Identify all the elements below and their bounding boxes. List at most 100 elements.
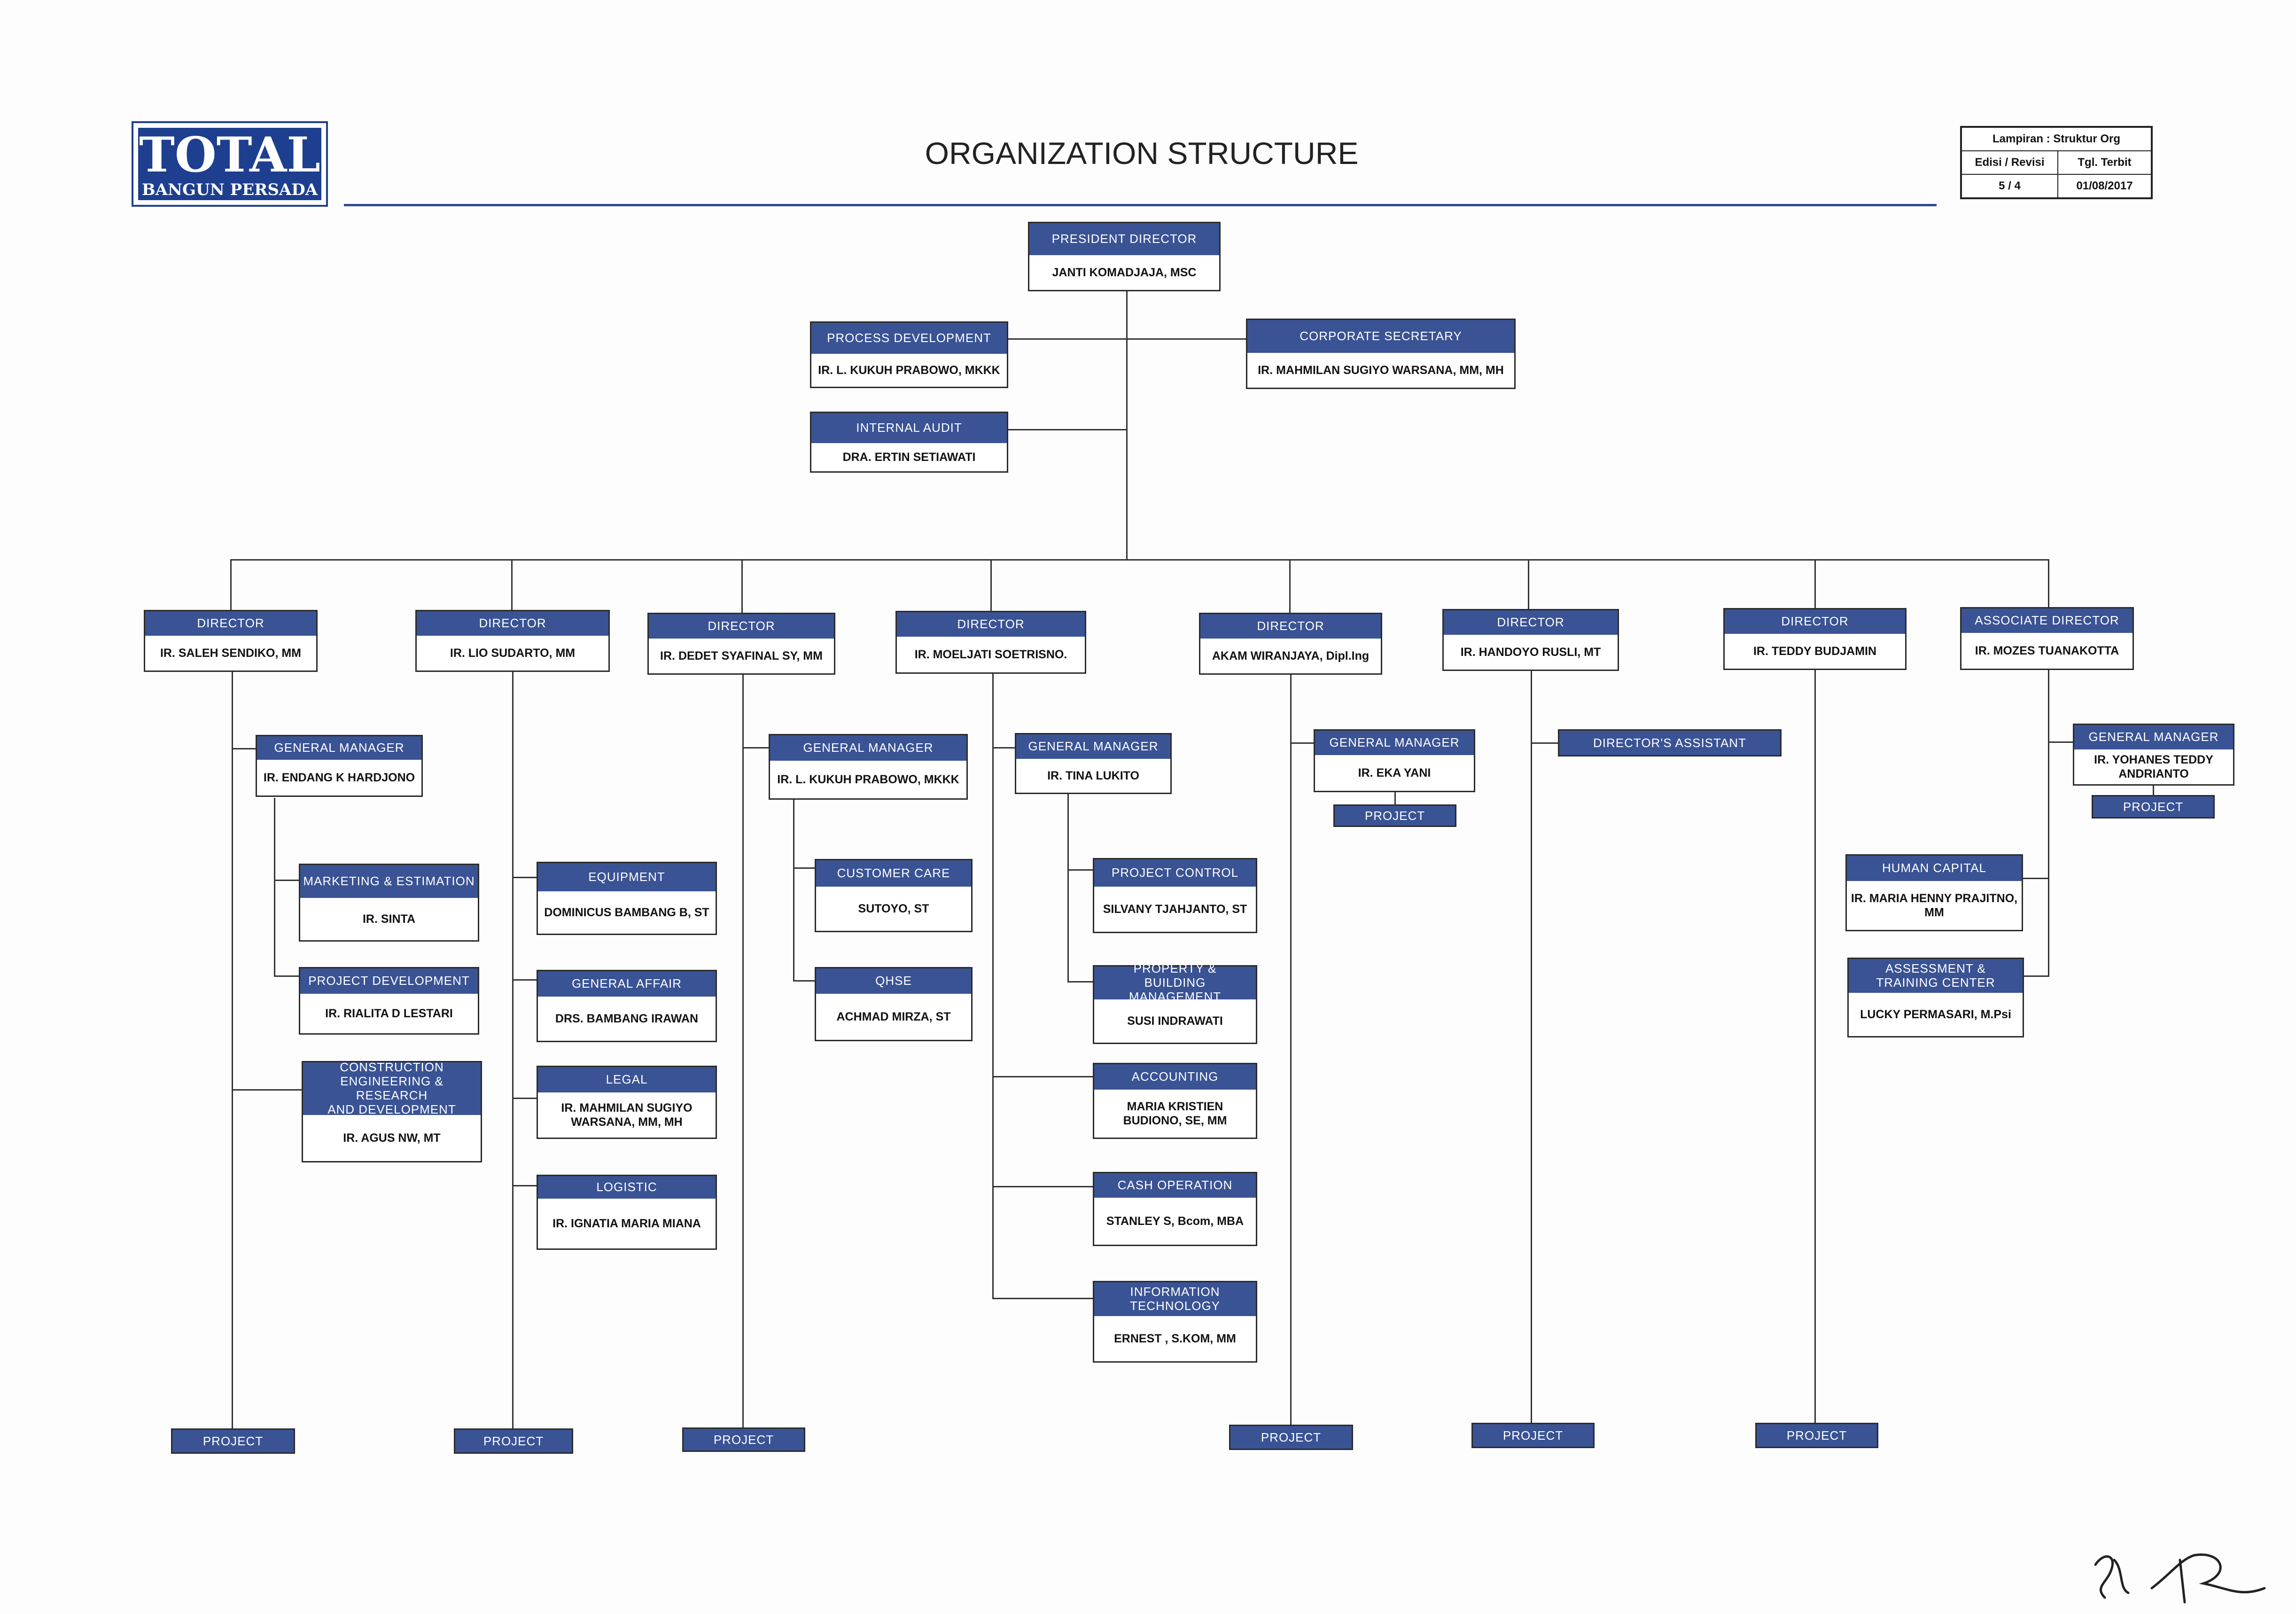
legal-box[interactable]: LEGAL IR. MAHMILAN SUGIYO WARSANA, MM, M… [537, 1066, 717, 1139]
project-label-director-5[interactable]: PROJECT [1229, 1425, 1353, 1450]
box-title: CASH OPERATION [1094, 1173, 1256, 1198]
directors-assistant-box[interactable]: DIRECTOR'S ASSISTANT [1558, 729, 1782, 756]
connector-line [1290, 742, 1315, 744]
general-manager-box-4[interactable]: GENERAL MANAGER IR. TINA LUKITO [1015, 733, 1172, 794]
connector-line [992, 747, 1016, 749]
internal-audit-box[interactable]: INTERNAL AUDIT DRA. ERTIN SETIAWATI [810, 412, 1008, 473]
general-manager-box-8[interactable]: GENERAL MANAGER IR. YOHANES TEDDY ANDRIA… [2073, 724, 2234, 786]
box-title: PRESIDENT DIRECTOR [1029, 223, 1219, 255]
associate-director-box[interactable]: ASSOCIATE DIRECTOR IR. MOZES TUANAKOTTA [1960, 607, 2134, 670]
cash-operation-box[interactable]: CASH OPERATION STANLEY S, Bcom, MBA [1093, 1172, 1257, 1246]
connector-line [232, 748, 256, 749]
box-title: CONSTRUCTION ENGINEERING & RESEARCH AND … [303, 1060, 481, 1116]
director-box-2[interactable]: DIRECTOR IR. LIO SUDARTO, MM [415, 610, 610, 672]
project-label-director-2[interactable]: PROJECT [454, 1428, 573, 1454]
director-box-3[interactable]: DIRECTOR IR. DEDET SYAFINAL SY, MM [647, 613, 835, 675]
connector-line [1814, 559, 1816, 610]
box-title: INTERNAL AUDIT [811, 413, 1007, 443]
box-name: SILVANY TJAHJANTO, ST [1103, 903, 1247, 916]
box-name: IR. L. KUKUH PRABOWO, MKKK [777, 773, 959, 786]
marketing-estimation-box[interactable]: MARKETING & ESTIMATION IR. SINTA [299, 864, 479, 942]
box-title: DIRECTOR [649, 614, 834, 639]
connector-line [274, 880, 300, 881]
director-box-4[interactable]: DIRECTOR IR. MOELJATI SOETRISNO. [895, 611, 1086, 674]
connector-line [512, 877, 537, 878]
box-name: IR. MOELJATI SOETRISNO. [914, 648, 1067, 661]
box-name: SUSI INDRAWATI [1127, 1014, 1223, 1028]
connector-line [274, 798, 275, 976]
director-box-5[interactable]: DIRECTOR AKAM WIRANJAYA, Dipl.Ing [1199, 613, 1382, 675]
box-name: IR. L. KUKUH PRABOWO, MKKK [818, 364, 1000, 377]
connector-line [2048, 559, 2049, 608]
connector-line [2023, 975, 2049, 977]
box-title: INFORMATION TECHNOLOGY [1094, 1282, 1256, 1316]
information-technology-box[interactable]: INFORMATION TECHNOLOGY ERNEST , S.KOM, M… [1093, 1281, 1257, 1363]
box-title: PROJECT DEVELOPMENT [300, 968, 478, 994]
project-label-director-7[interactable]: PROJECT [1755, 1423, 1878, 1448]
director-box-7[interactable]: DIRECTOR IR. TEDDY BUDJAMIN [1723, 608, 1907, 670]
logo-text-sub: BANGUN PERSADA [141, 180, 318, 199]
connector-line [1067, 869, 1094, 871]
customer-care-box[interactable]: CUSTOMER CARE SUTOYO, ST [815, 859, 973, 932]
connector-line [992, 673, 994, 1299]
box-title: HUMAN CAPITAL [1847, 856, 2022, 881]
connector-line [1528, 559, 1529, 610]
logistic-box[interactable]: LOGISTIC IR. IGNATIA MARIA MIANA [537, 1175, 717, 1250]
project-development-box[interactable]: PROJECT DEVELOPMENT IR. RIALITA D LESTAR… [299, 967, 479, 1035]
general-manager-box-5[interactable]: GENERAL MANAGER IR. EKA YANI [1314, 729, 1475, 792]
box-title: ACCOUNTING [1094, 1064, 1256, 1090]
box-name: IR. AGUS NW, MT [343, 1131, 441, 1145]
project-label-director-3[interactable]: PROJECT [682, 1427, 805, 1452]
box-title: ASSESSMENT & TRAINING CENTER [1849, 959, 2023, 993]
box-name: IR. RIALITA D LESTARI [325, 1007, 453, 1020]
box-name: IR. TEDDY BUDJAMIN [1753, 645, 1877, 658]
general-manager-box-1[interactable]: GENERAL MANAGER IR. ENDANG K HARDJONO [256, 735, 423, 797]
connector-line [793, 980, 816, 982]
project-control-box[interactable]: PROJECT CONTROL SILVANY TJAHJANTO, ST [1093, 858, 1257, 933]
general-manager-box-3[interactable]: GENERAL MANAGER IR. L. KUKUH PRABOWO, MK… [769, 734, 968, 800]
box-title: GENERAL MANAGER [770, 735, 966, 761]
project-label-director-1[interactable]: PROJECT [171, 1428, 295, 1454]
human-capital-box[interactable]: HUMAN CAPITAL IR. MARIA HENNY PRAJITNO, … [1845, 854, 2023, 931]
page-title: ORGANIZATION STRUCTURE [925, 136, 1359, 171]
qhse-box[interactable]: QHSE ACHMAD MIRZA, ST [815, 967, 973, 1041]
lampiran-col-date: Tgl. Terbit [2058, 151, 2151, 175]
director-box-1[interactable]: DIRECTOR IR. SALEH SENDIKO, MM [144, 610, 318, 672]
connector-line [512, 979, 537, 981]
assessment-training-box[interactable]: ASSESSMENT & TRAINING CENTER LUCKY PERMA… [1847, 958, 2024, 1037]
box-name: ACHMAD MIRZA, ST [836, 1010, 951, 1023]
box-title: GENERAL AFFAIR [538, 971, 716, 997]
director-box-6[interactable]: DIRECTOR IR. HANDOYO RUSLI, MT [1442, 609, 1619, 671]
box-title: GENERAL MANAGER [1315, 731, 1474, 755]
box-name: IR. MOZES TUANAKOTTA [1975, 644, 2119, 657]
box-name: DOMINICUS BAMBANG B, ST [544, 906, 709, 919]
accounting-box[interactable]: ACCOUNTING MARIA KRISTIEN BUDIONO, SE, M… [1093, 1063, 1257, 1139]
connector-line [512, 672, 514, 1429]
connector-line [274, 975, 300, 977]
box-title: GENERAL MANAGER [1016, 734, 1170, 759]
connector-line [2048, 741, 2073, 743]
project-label-gm8[interactable]: PROJECT [2092, 795, 2215, 819]
connector-line [230, 559, 232, 611]
box-name: DRS. BAMBANG IRAWAN [555, 1012, 699, 1025]
corporate-secretary-box[interactable]: CORPORATE SECRETARY IR. MAHMILAN SUGIYO … [1246, 319, 1516, 389]
property-building-box[interactable]: PROPERTY & BUILDING MANAGEMENT SUSI INDR… [1093, 961, 1257, 1044]
box-title: QHSE [816, 968, 971, 994]
connector-line [992, 1186, 1094, 1187]
connector-line [232, 1089, 302, 1091]
project-label-director-6[interactable]: PROJECT [1471, 1423, 1595, 1448]
box-name: ERNEST , S.KOM, MM [1114, 1332, 1236, 1345]
connector-line [742, 675, 744, 1428]
box-name: IR. DEDET SYAFINAL SY, MM [660, 649, 823, 663]
general-affair-box[interactable]: GENERAL AFFAIR DRS. BAMBANG IRAWAN [537, 970, 717, 1042]
box-name: AKAM WIRANJAYA, Dipl.Ing [1212, 649, 1370, 663]
connector-line [1126, 290, 1128, 559]
equipment-box[interactable]: EQUIPMENT DOMINICUS BAMBANG B, ST [537, 862, 717, 935]
president-director-box[interactable]: PRESIDENT DIRECTOR JANTI KOMADJAJA, MSC [1028, 222, 1221, 291]
connector-line [1531, 670, 1532, 1424]
construction-engineering-box[interactable]: CONSTRUCTION ENGINEERING & RESEARCH AND … [302, 1060, 482, 1162]
project-label-gm5[interactable]: PROJECT [1333, 804, 1456, 827]
process-development-box[interactable]: PROCESS DEVELOPMENT IR. L. KUKUH PRABOWO… [810, 321, 1008, 388]
box-title: DIRECTOR [1725, 609, 1905, 634]
lampiran-edition-value: 5 / 4 [1962, 175, 2058, 197]
